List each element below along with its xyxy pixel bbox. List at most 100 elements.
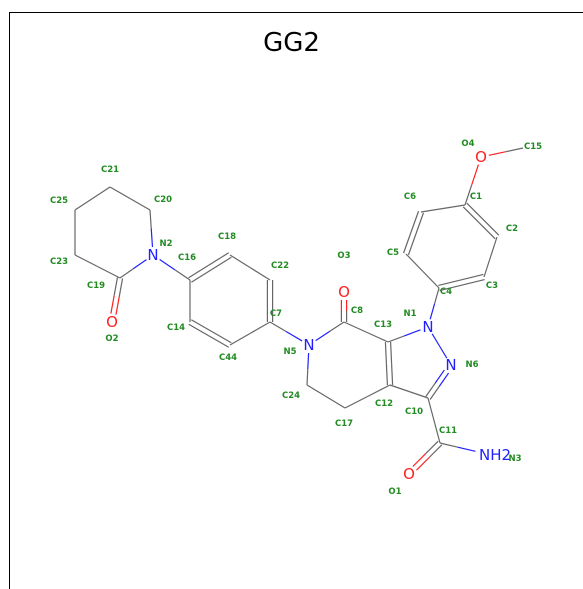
bond-C25-C21 (74, 197, 93, 211)
bond-C12-C13 (389, 341, 393, 364)
atom-number-C7: C7 (270, 309, 282, 319)
atom-symbol-O3: O (338, 283, 350, 301)
bond-C14-C44 (208, 335, 230, 348)
atom-number-C24: C24 (282, 391, 300, 401)
bond-C5-C6 (407, 233, 417, 256)
bond-C16-N2 (159, 258, 176, 271)
bond-C4-C5 (422, 270, 440, 289)
bond-C6-C1 (420, 207, 444, 213)
bond-C20-N2 (150, 228, 154, 248)
bond-C6-C1 (442, 204, 466, 210)
bond-C19-O2 (115, 296, 120, 315)
atom-number-C13: C13 (374, 320, 392, 330)
bond-O4-C1 (464, 184, 473, 206)
bond-C14-C44 (190, 319, 212, 332)
bond-N5-C7 (269, 321, 287, 332)
atom-symbol-N3: NH2 (479, 446, 511, 464)
atom-number-O3: O3 (337, 251, 350, 261)
bond-C18-C16 (208, 252, 229, 266)
bond-C13-C8 (343, 321, 367, 333)
bond-C11-N3 (439, 442, 458, 448)
atom-number-C12: C12 (375, 399, 393, 409)
bond-C13-C8 (365, 331, 389, 343)
atom-number-O1: O1 (388, 487, 401, 497)
bond-C10-C11 (427, 397, 435, 421)
atom-number-C18: C18 (218, 232, 236, 242)
atom-number-N5: N5 (283, 347, 296, 357)
bond-C11-O1 (425, 440, 439, 455)
atom-number-C25: C25 (50, 196, 68, 206)
bond-N5-C24 (307, 352, 310, 370)
bond-N6-C10 (438, 372, 450, 387)
bond-C1-C2 (466, 202, 484, 220)
bond-C1-C2 (482, 218, 500, 236)
bond-C13-N1 (404, 329, 421, 337)
bond-O4-C15 (488, 151, 507, 156)
bond-C25-C21 (92, 186, 111, 200)
atom-number-N2: N2 (159, 239, 172, 249)
bond-C5-C6 (410, 210, 420, 233)
atom-number-C14: C14 (167, 323, 185, 333)
bond-layer (74, 147, 524, 471)
bond-C44-C7 (229, 332, 251, 346)
molecule-title: GG2 (263, 28, 320, 58)
bond-O4-C15 (505, 147, 524, 153)
bond-N5-C24 (306, 368, 309, 386)
atom-number-N3: N3 (508, 454, 521, 464)
bond-N1-N6 (438, 345, 448, 359)
bond-C24-C17 (306, 384, 327, 398)
bond-C24-C17 (325, 395, 346, 409)
bond-C13-N1 (387, 335, 405, 343)
atom-number-C10: C10 (405, 407, 423, 417)
bond-C17-C12 (367, 384, 391, 398)
bond-C19-O2 (110, 295, 115, 314)
bond-N6-C10 (425, 382, 436, 397)
bond-C20-N2 (149, 209, 152, 229)
atom-symbol-O4: O (475, 148, 487, 166)
bond-C14-C44 (210, 330, 232, 344)
viewer-frame (9, 12, 583, 589)
bond-C4-N1 (429, 303, 436, 320)
bond-C22-C18 (249, 266, 271, 281)
bond-C16-N2 (174, 269, 191, 281)
bond-C5-C6 (415, 212, 425, 235)
bond-C1-C2 (462, 206, 480, 224)
bond-C17-C12 (344, 395, 368, 409)
bond-C11-O1 (416, 457, 430, 471)
bond-C4-N1 (434, 287, 440, 304)
bond-C5-C6 (402, 231, 412, 254)
atom-number-C2: C2 (506, 224, 518, 234)
bond-C12-C13 (384, 342, 388, 364)
bond-C11-N3 (457, 446, 476, 452)
bond-C10-C12 (389, 384, 410, 393)
bond-N6-C10 (434, 369, 445, 384)
atom-number-C22: C22 (271, 261, 289, 271)
bond-C19-C23 (74, 254, 98, 268)
bond-C3-C4 (439, 284, 463, 292)
atom-symbol-O2: O (106, 313, 118, 331)
bond-N2-C19 (119, 268, 134, 279)
atom-number-C1: C1 (470, 192, 482, 202)
atom-number-O4: O4 (461, 139, 474, 149)
bond-C11-O1 (412, 453, 426, 467)
bond-C2-C3 (489, 236, 498, 258)
bond-C19-O2 (113, 277, 119, 296)
bond-N1-N6 (431, 333, 441, 347)
atom-number-C20: C20 (154, 195, 172, 205)
bond-C19-O2 (118, 278, 124, 297)
bond-C4-C5 (405, 253, 423, 272)
atom-number-C17: C17 (335, 419, 353, 429)
bond-C1-C2 (478, 222, 496, 240)
bond-N5-C7 (285, 330, 303, 342)
bond-C2-C3 (483, 256, 492, 278)
atom-number-C6: C6 (404, 192, 416, 202)
bond-C22-C18 (229, 254, 251, 269)
atom-symbol-N6: N (445, 356, 456, 374)
atom-number-C3: C3 (486, 281, 498, 291)
bond-C3-C4 (460, 273, 484, 281)
atom-number-C8: C8 (351, 306, 363, 316)
bond-C14-C44 (188, 323, 210, 337)
